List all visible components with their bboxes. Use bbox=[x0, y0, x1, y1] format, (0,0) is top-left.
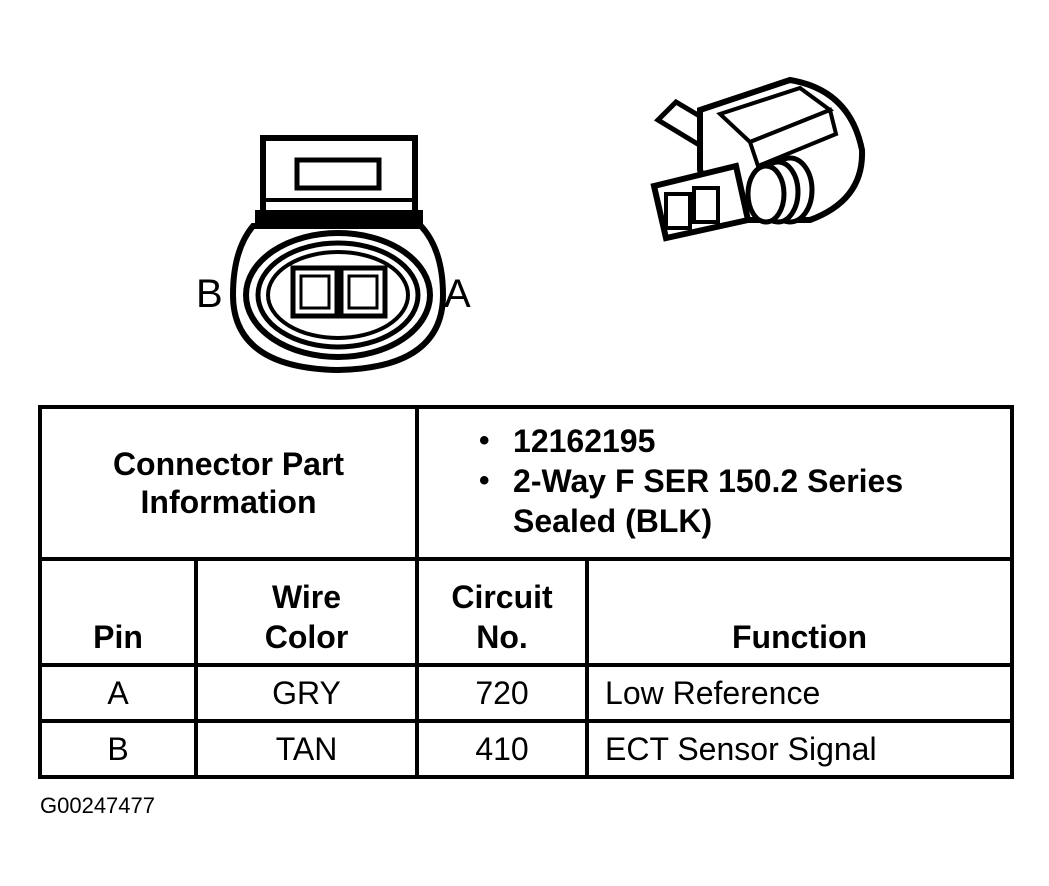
column-header-pin: Pin bbox=[38, 557, 198, 667]
connector-part-info-title-line2: Information bbox=[140, 484, 317, 520]
table-row: B TAN 410 ECT Sensor Signal bbox=[38, 719, 1015, 779]
table-row: A GRY 720 Low Reference bbox=[38, 663, 1015, 723]
column-header-function: Function bbox=[585, 557, 1015, 667]
wire-color-cell: TAN bbox=[193, 719, 420, 779]
pin-cell: A bbox=[38, 663, 198, 723]
connector-part-info-title: Connector Part Information bbox=[37, 405, 420, 561]
wire-color-cell: GRY bbox=[193, 663, 420, 723]
part-number-item: 12162195 bbox=[479, 421, 1000, 461]
connector-part-info-title-line1: Connector Part bbox=[112, 446, 345, 482]
circuit-cell: 720 bbox=[415, 663, 590, 723]
figure-code: G00247477 bbox=[40, 793, 155, 818]
connector-pinout-table: Connector Part Information 12162195 2-Wa… bbox=[37, 405, 1015, 779]
pin-cell: B bbox=[38, 719, 198, 779]
pin-a-label: A bbox=[444, 272, 471, 316]
function-cell: Low Reference bbox=[585, 663, 1015, 723]
connector-face-icon bbox=[229, 135, 447, 374]
circuit-cell: 410 bbox=[415, 719, 590, 779]
connector-info-row: Connector Part Information 12162195 2-Wa… bbox=[37, 405, 1015, 561]
connector-part-info-values: 12162195 2-Way F SER 150.2 SeriesSealed … bbox=[415, 405, 1015, 561]
connector-perspective-icon bbox=[650, 76, 866, 242]
function-cell: ECT Sensor Signal bbox=[585, 719, 1015, 779]
pin-b-label: B bbox=[196, 272, 223, 316]
connector-illustration: B A bbox=[0, 0, 1049, 400]
